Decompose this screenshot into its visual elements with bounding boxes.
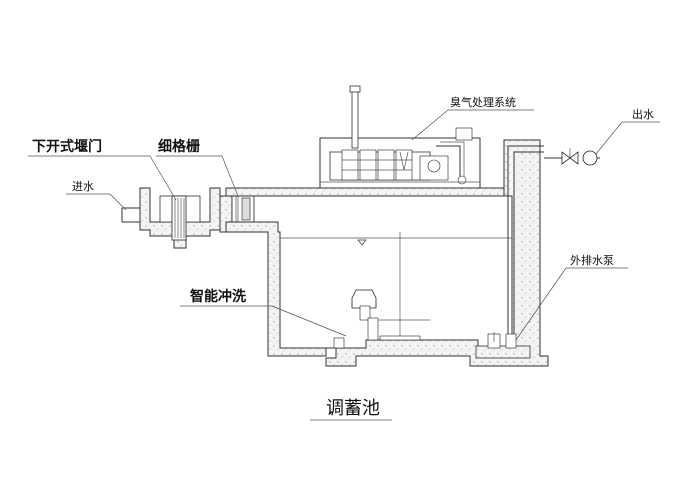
odor-system-label: 臭气处理系统 [450, 96, 516, 109]
outlet-label: 出水 [632, 108, 654, 121]
exhaust-stack [349, 85, 361, 149]
leader-lines [28, 109, 660, 421]
gate-label: 下开式堰门 [32, 139, 102, 155]
smart-flush-label: 智能冲洗 [190, 289, 246, 305]
diagram-title: 调蓄池 [326, 398, 380, 419]
water-level-line [280, 237, 512, 246]
bottom-open-weir-gate [171, 195, 187, 241]
drain-pump [487, 332, 517, 349]
gate-valve-icon [561, 148, 579, 165]
drain-pump-label: 外排水泵 [570, 254, 614, 267]
smart-flush-device [333, 232, 430, 349]
flow-meter-icon [582, 150, 598, 166]
water-level-icon [357, 239, 367, 246]
tank-roof-slab [225, 187, 505, 197]
odor-treatment-system [319, 127, 481, 189]
inlet-label: 进水 [72, 180, 94, 193]
screen-label: 细格栅 [158, 139, 200, 155]
